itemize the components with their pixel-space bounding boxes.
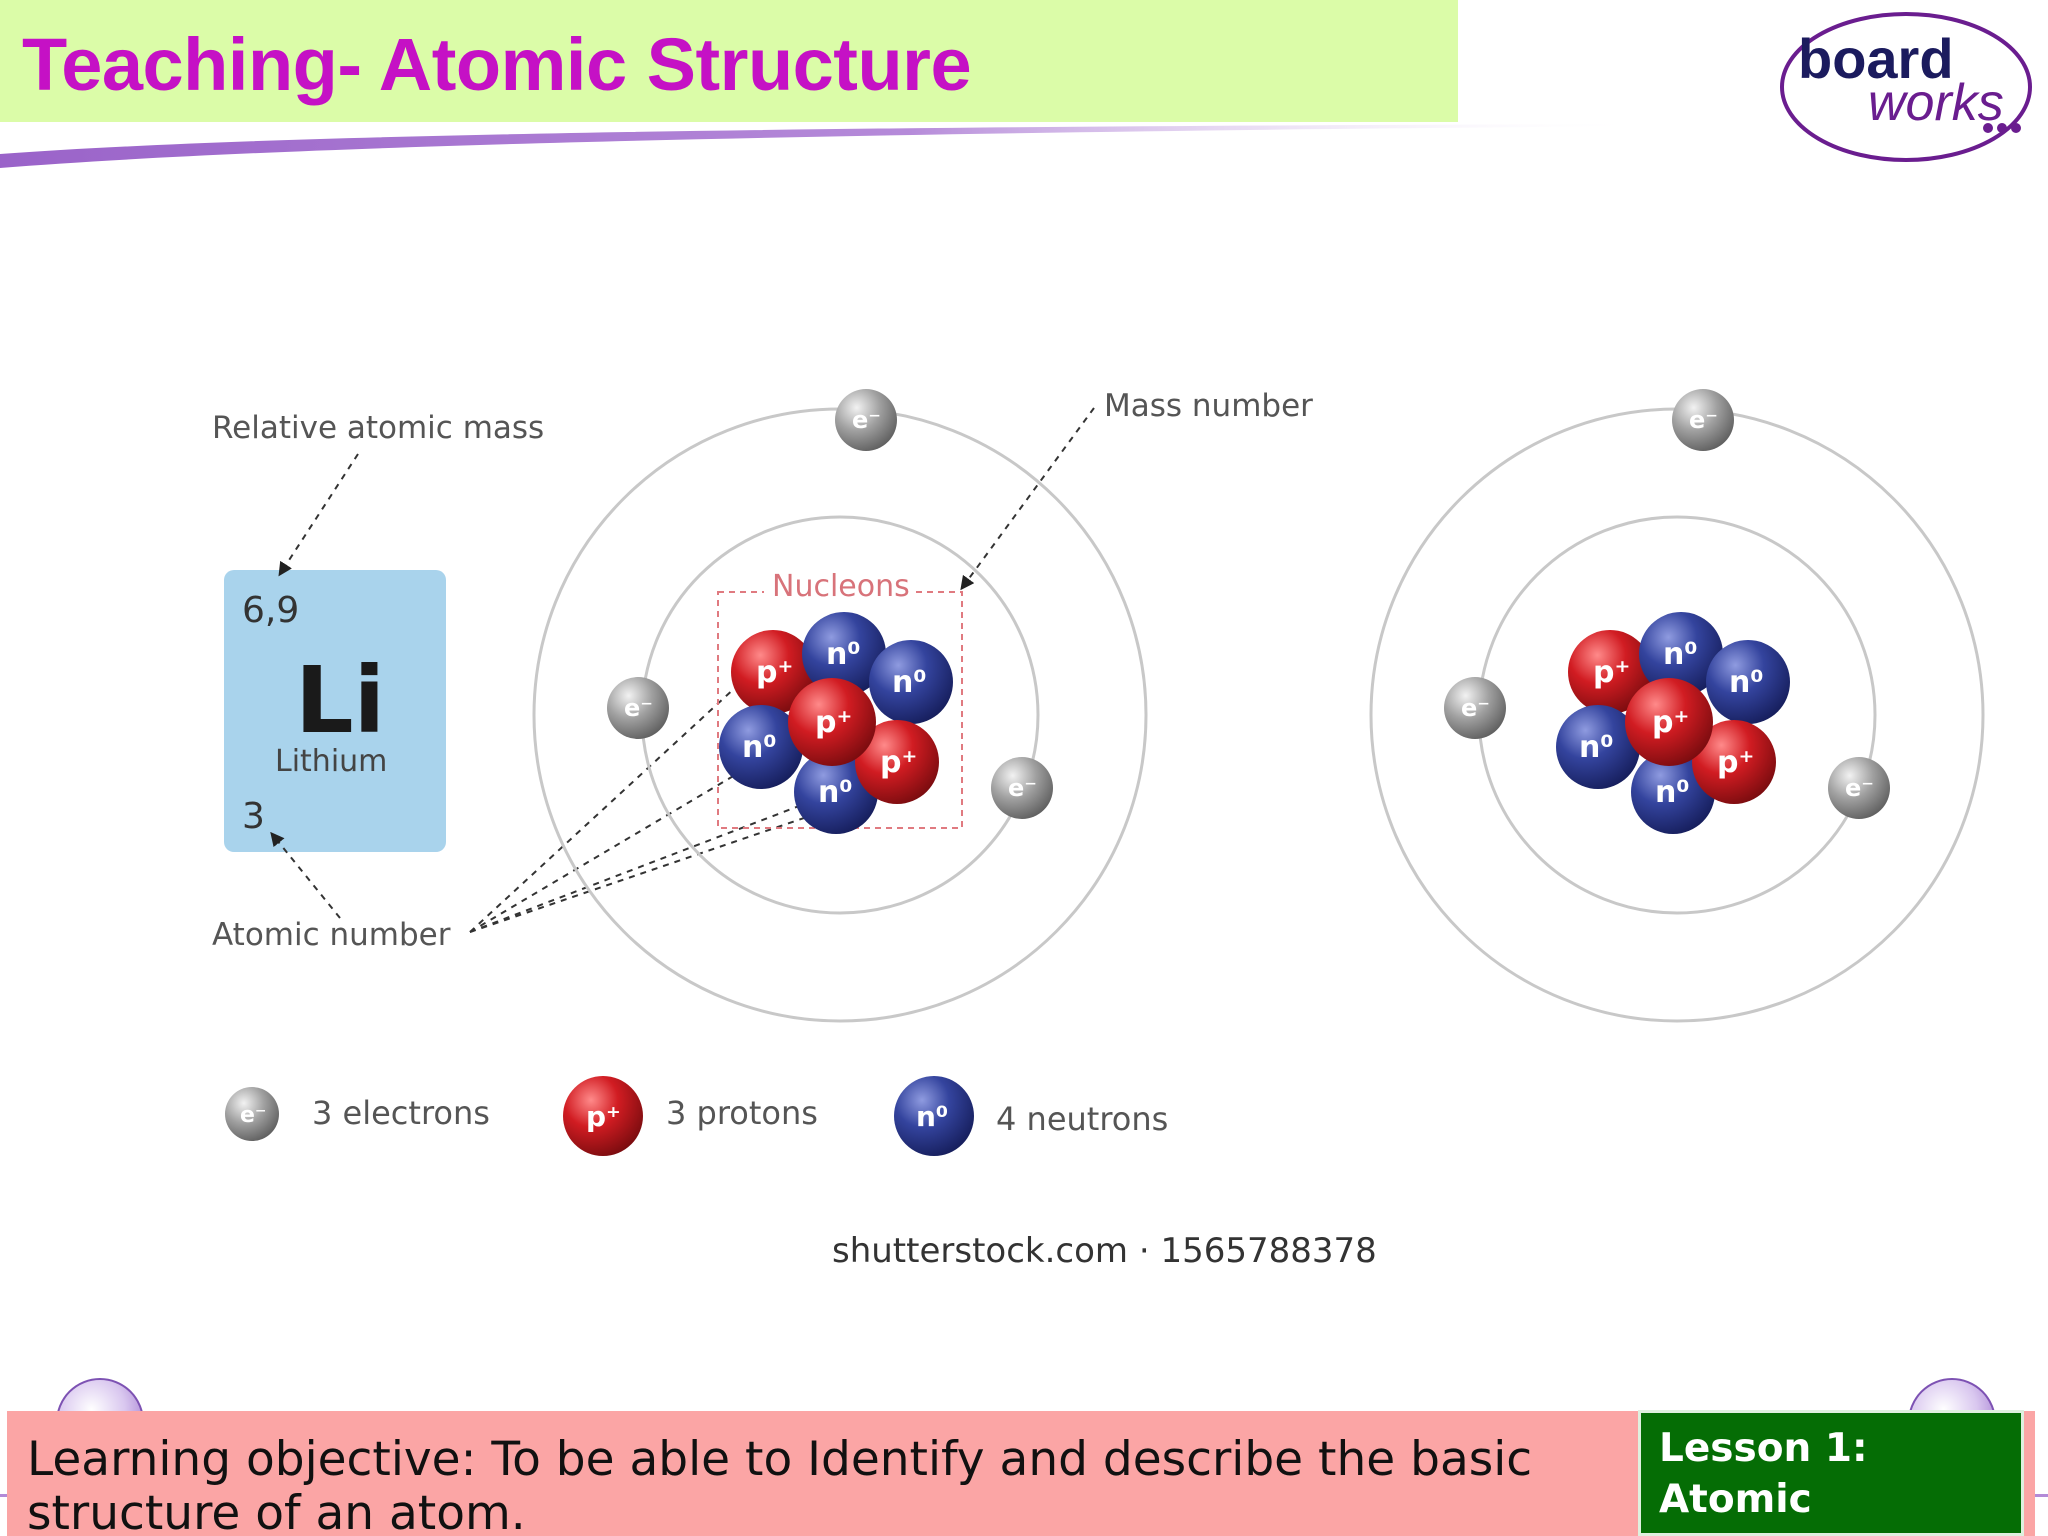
svg-text:p⁺: p⁺ <box>756 655 793 690</box>
svg-text:e⁻: e⁻ <box>1689 406 1718 434</box>
svg-text:p⁺: p⁺ <box>880 745 917 780</box>
arrow-relative-mass <box>280 454 358 574</box>
svg-text:e⁻: e⁻ <box>624 694 653 722</box>
svg-text:n⁰: n⁰ <box>1729 665 1764 700</box>
leader-proton-4 <box>470 798 820 932</box>
svg-text:n⁰: n⁰ <box>1663 637 1698 672</box>
learning-objective-text: Learning objective: To be able to Identi… <box>27 1433 1647 1536</box>
element-symbol: Li <box>295 647 385 754</box>
svg-text:n⁰: n⁰ <box>1579 730 1614 765</box>
legend-neutrons: 4 neutrons <box>996 1100 1168 1138</box>
svg-text:n⁰: n⁰ <box>892 665 927 700</box>
legend-electrons: 3 electrons <box>312 1094 490 1132</box>
svg-text:p⁺: p⁺ <box>1593 655 1630 690</box>
svg-text:p⁺: p⁺ <box>1717 745 1754 780</box>
svg-text:e⁻: e⁻ <box>240 1103 267 1128</box>
label-mass-number: Mass number <box>1104 388 1313 424</box>
lesson-badge: Lesson 1: Atomic Structure <box>1638 1410 2024 1536</box>
legend-protons: 3 protons <box>666 1094 818 1132</box>
svg-text:n⁰: n⁰ <box>916 1100 948 1133</box>
svg-text:n⁰: n⁰ <box>1655 775 1690 810</box>
title-bar: Teaching- Atomic Structure <box>0 0 1458 122</box>
page-title: Teaching- Atomic Structure <box>22 22 971 107</box>
logo-text-works: works <box>1868 74 2004 132</box>
nucleus-2: p⁺ n⁰ n⁰ n⁰ n⁰ p⁺ p⁺ <box>1556 612 1790 834</box>
lesson-title: Lesson 1: Atomic Structure <box>1659 1423 2019 1536</box>
boardworks-logo: board works <box>1776 8 2036 166</box>
svg-text:p⁺: p⁺ <box>586 1100 621 1133</box>
element-mass: 6,9 <box>242 590 299 631</box>
label-atomic-number: Atomic number <box>212 917 451 953</box>
svg-text:p⁺: p⁺ <box>815 705 852 740</box>
watermark: shutterstock.com · 1565788378 <box>832 1231 1377 1271</box>
header-swoosh <box>0 110 1650 170</box>
svg-text:e⁻: e⁻ <box>852 406 881 434</box>
svg-text:n⁰: n⁰ <box>818 775 853 810</box>
svg-text:n⁰: n⁰ <box>826 637 861 672</box>
svg-text:e⁻: e⁻ <box>1845 774 1874 802</box>
legend: e⁻ 3 electrons p⁺ 3 protons n⁰ 4 neutron… <box>225 1076 1168 1156</box>
nucleus-1: p⁺ n⁰ n⁰ n⁰ n⁰ p⁺ p⁺ <box>719 612 953 834</box>
element-name: Lithium <box>275 744 387 779</box>
svg-text:e⁻: e⁻ <box>1008 774 1037 802</box>
arrow-mass-number <box>962 408 1094 588</box>
element-number: 3 <box>242 796 265 837</box>
label-nucleons: Nucleons <box>772 569 910 604</box>
label-relative-atomic-mass: Relative atomic mass <box>212 410 544 446</box>
atom-diagram: Relative atomic mass Atomic number Mass … <box>180 370 2040 1290</box>
svg-text:e⁻: e⁻ <box>1461 694 1490 722</box>
svg-text:n⁰: n⁰ <box>742 730 777 765</box>
svg-text:p⁺: p⁺ <box>1652 705 1689 740</box>
